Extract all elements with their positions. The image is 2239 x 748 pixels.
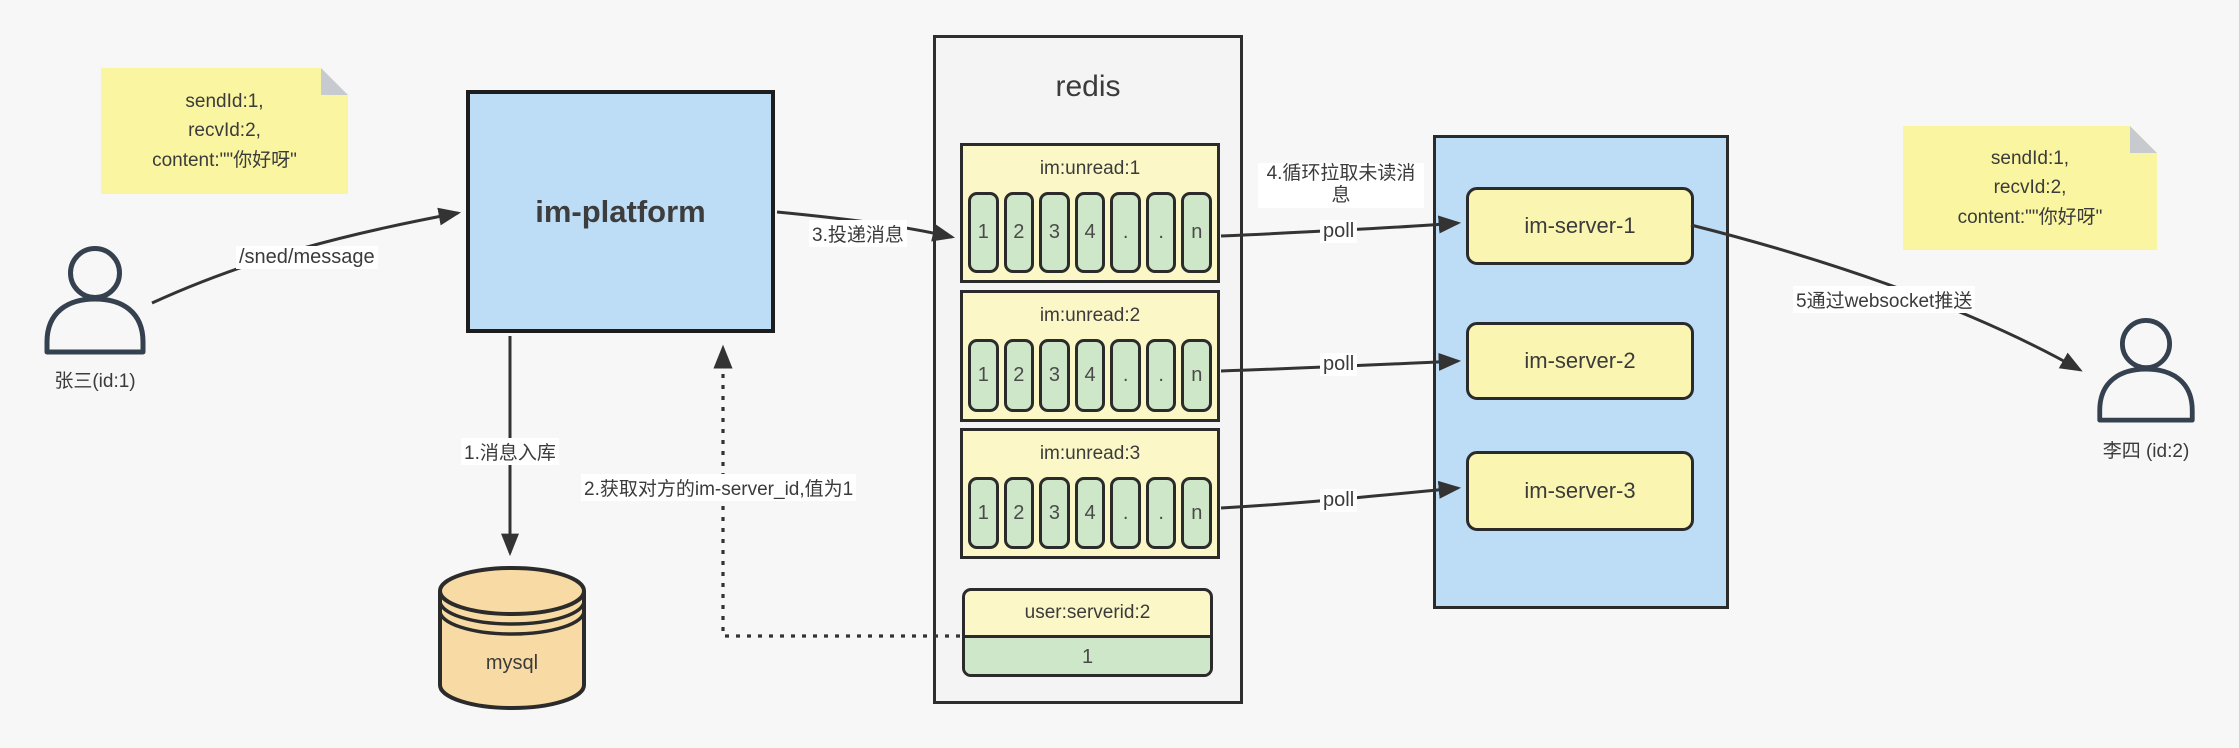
edge-label-poll-1: poll — [1320, 220, 1358, 243]
im-server-3-box: im-server-3 — [1466, 451, 1694, 531]
queue-header: im:unread:3 — [1039, 443, 1141, 464]
queue-cell: 3 — [1039, 192, 1070, 273]
redis-queue-unread-1: im:unread:1 1 2 3 4 . . n — [960, 143, 1220, 283]
queue-cell: 3 — [1039, 339, 1070, 412]
user-receiver-icon — [2097, 318, 2195, 423]
mysql-database-icon — [438, 566, 586, 710]
im-platform-box: im-platform — [466, 90, 775, 333]
person-head — [2119, 318, 2173, 371]
queue-header: im:unread:1 — [1039, 158, 1141, 179]
sticky-note-left: sendId:1, recvId:2, content:""你好呀" — [101, 68, 348, 194]
queue-cell: . — [1110, 339, 1141, 412]
serverid-value: 1 — [965, 638, 1210, 674]
queue-header: im:unread:2 — [1039, 305, 1141, 326]
cylinder-top — [438, 566, 586, 616]
edge-label-step3: 3.投递消息 — [809, 220, 907, 247]
queue-cell: 1 — [968, 192, 999, 273]
im-server-2-box: im-server-2 — [1466, 322, 1694, 400]
sender-label: 张三(id:1) — [54, 371, 136, 392]
redis-key-user-serverid: user:serverid:2 1 — [962, 588, 1213, 677]
mysql-label: mysql — [485, 652, 539, 674]
queue-cell: 2 — [1003, 192, 1035, 273]
queue-cell: . — [1110, 477, 1141, 549]
edge-label-poll-2: poll — [1320, 353, 1358, 376]
queue-cell: 2 — [1003, 477, 1035, 549]
queue-cell: 1 — [968, 477, 999, 549]
cylinder-ring — [438, 600, 586, 626]
im-platform-title: im-platform — [535, 193, 706, 229]
queue-cells: 1 2 3 4 . . n — [963, 339, 1217, 419]
im-server-3-label: im-server-3 — [1524, 478, 1636, 503]
queue-cells: 1 2 3 4 . . n — [963, 477, 1217, 556]
note-line: content:""你好呀" — [1957, 206, 2103, 228]
queue-cell: . — [1145, 192, 1177, 273]
edge-label-poll-3: poll — [1320, 489, 1358, 512]
person-body — [2097, 366, 2195, 423]
note-line: content:""你好呀" — [152, 149, 297, 171]
person-head — [68, 246, 122, 300]
serverid-header: user:serverid:2 — [965, 591, 1210, 638]
im-server-1-label: im-server-1 — [1524, 213, 1636, 238]
redis-queue-unread-3: im:unread:3 1 2 3 4 . . n — [960, 428, 1220, 559]
queue-cell: 2 — [1003, 339, 1035, 412]
queue-cell: n — [1181, 477, 1213, 549]
queue-cell: 3 — [1039, 477, 1070, 549]
edge-label-step5: 5通过websocket推送 — [1793, 286, 1976, 313]
queue-cell: n — [1181, 192, 1213, 273]
queue-cell: . — [1145, 339, 1177, 412]
queue-cell: 4 — [1074, 339, 1106, 412]
queue-cells: 1 2 3 4 . . n — [963, 192, 1217, 280]
im-server-2-label: im-server-2 — [1524, 348, 1636, 373]
cylinder-ring — [438, 610, 586, 636]
note-line: sendId:1, — [185, 90, 264, 112]
queue-cell: 4 — [1074, 192, 1106, 273]
note-line: recvId:2, — [1993, 177, 2067, 199]
redis-queue-unread-2: im:unread:2 1 2 3 4 . . n — [960, 290, 1220, 422]
queue-cell: 4 — [1074, 477, 1106, 549]
queue-cell: . — [1145, 477, 1177, 549]
queue-cell: n — [1181, 339, 1213, 412]
redis-title: redis — [1055, 70, 1121, 103]
edge-label-step2: 2.获取对方的im-server_id,值为1 — [581, 474, 857, 501]
edge-label-step4: 4.循环拉取未读消息 — [1258, 163, 1424, 208]
edge-label-step1: 1.消息入库 — [461, 438, 559, 465]
receiver-label: 李四 (id:2) — [2102, 441, 2190, 462]
sticky-note-right: sendId:1, recvId:2, content:""你好呀" — [1903, 126, 2157, 250]
note-line: sendId:1, — [1990, 147, 2070, 169]
edge-label-send-path: /sned/message — [236, 246, 378, 269]
user-sender-icon — [44, 246, 146, 355]
person-body — [44, 296, 146, 355]
queue-cell: . — [1110, 192, 1141, 273]
im-server-1-box: im-server-1 — [1466, 187, 1694, 265]
note-line: recvId:2, — [188, 120, 261, 142]
queue-cell: 1 — [968, 339, 999, 412]
